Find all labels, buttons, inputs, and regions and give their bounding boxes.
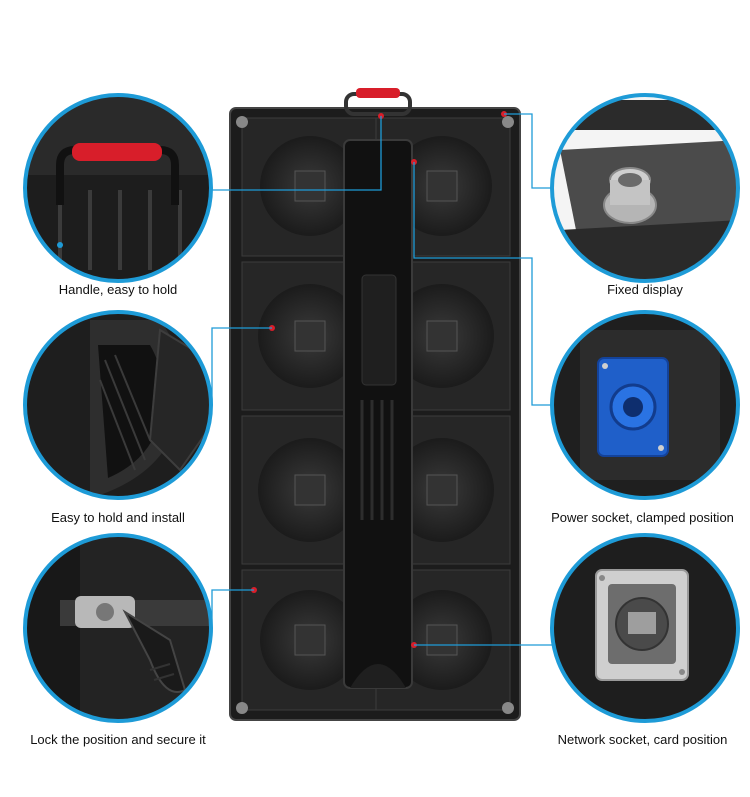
lock-caption: Lock the position and secure it bbox=[30, 732, 206, 747]
center-spine bbox=[343, 139, 413, 689]
handle-caption: Handle, easy to hold bbox=[58, 282, 178, 297]
power-caption: Power socket, clamped position bbox=[551, 510, 734, 525]
fixed-display-detail bbox=[550, 93, 740, 283]
network-socket-detail bbox=[550, 533, 740, 723]
power-socket-detail bbox=[550, 310, 740, 500]
network-caption: Network socket, card position bbox=[557, 732, 728, 747]
handle-detail bbox=[23, 93, 213, 283]
install-caption: Easy to hold and install bbox=[51, 510, 185, 525]
fixed-caption: Fixed display bbox=[607, 282, 683, 297]
led-cabinet bbox=[229, 88, 521, 721]
grip-detail bbox=[23, 310, 213, 500]
callout-lines bbox=[210, 113, 552, 646]
lock-detail bbox=[23, 533, 213, 723]
